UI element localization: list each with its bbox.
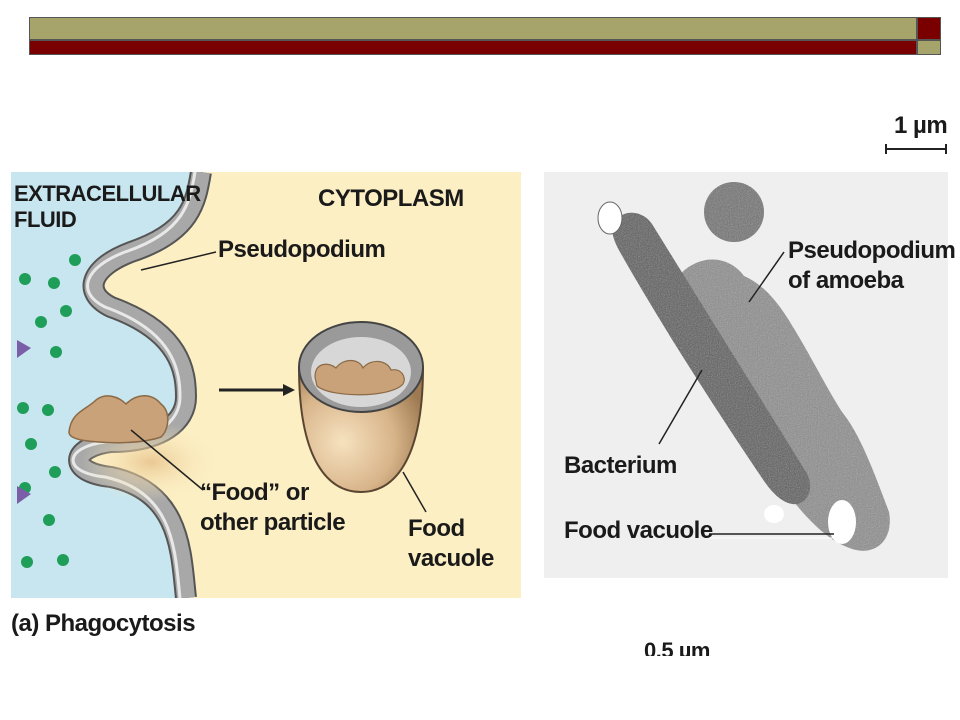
phagocytosis-diagram <box>11 172 521 598</box>
food-particle-label: “Food” or other particle <box>200 479 346 536</box>
bacterium-label: Bacterium <box>564 452 677 479</box>
header-bar-maroon <box>29 40 917 55</box>
scale-label-top: 1 µm <box>894 112 948 139</box>
header-corner-maroon <box>917 17 941 40</box>
extracellular-fluid-region <box>11 172 201 598</box>
scale-bar-top <box>885 144 947 154</box>
scale-label-bottom: 0.5 µm <box>644 638 710 656</box>
food-particle <box>68 395 169 444</box>
electron-micrograph <box>544 172 948 578</box>
arrow-icon <box>283 384 295 396</box>
pseudopodium-label: Pseudopodium <box>218 236 386 263</box>
extracellular-particles <box>17 254 81 568</box>
header-bar-olive <box>29 17 917 40</box>
food-vacuole-label: Food vacuole <box>408 515 494 572</box>
extracellular-fluid-label: EXTRACELLULAR FLUID <box>14 181 201 232</box>
cytoplasm-label: CYTOPLASM <box>318 185 464 212</box>
diagram-caption: (a) Phagocytosis <box>11 610 196 637</box>
pseudopodium-of-amoeba-label: Pseudopodium of amoeba <box>788 237 956 294</box>
food-vacuole-micrograph-label: Food vacuole <box>564 517 713 544</box>
header-corner-olive <box>917 40 941 55</box>
